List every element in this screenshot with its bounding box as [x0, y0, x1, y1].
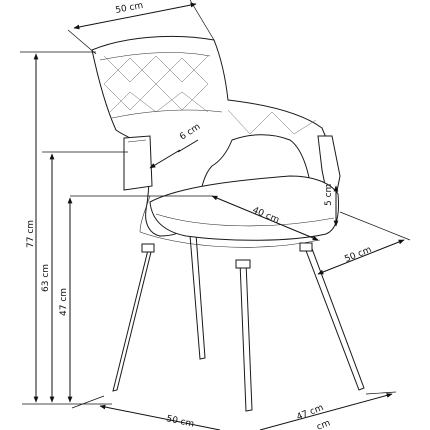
label-base-width: 50 cm	[165, 414, 194, 430]
chair-legs	[112, 233, 365, 412]
label-seat-side: 50 cm	[343, 245, 373, 265]
label-base-depth: 47 cm	[295, 403, 325, 423]
label-armrest-height: 63 cm	[41, 264, 51, 292]
label-seat-thickness: 5 cm	[324, 184, 334, 206]
label-top-width: 50 cm	[115, 1, 144, 16]
left-armrest	[123, 135, 153, 191]
label-total-height: 77 cm	[26, 220, 36, 248]
label-base-depth-partial: cm	[315, 418, 331, 430]
chair-drawing	[91, 35, 365, 412]
quilt-stitching	[103, 55, 317, 135]
dimension-lines	[20, 0, 411, 430]
label-seat-height: 47 cm	[59, 288, 69, 316]
